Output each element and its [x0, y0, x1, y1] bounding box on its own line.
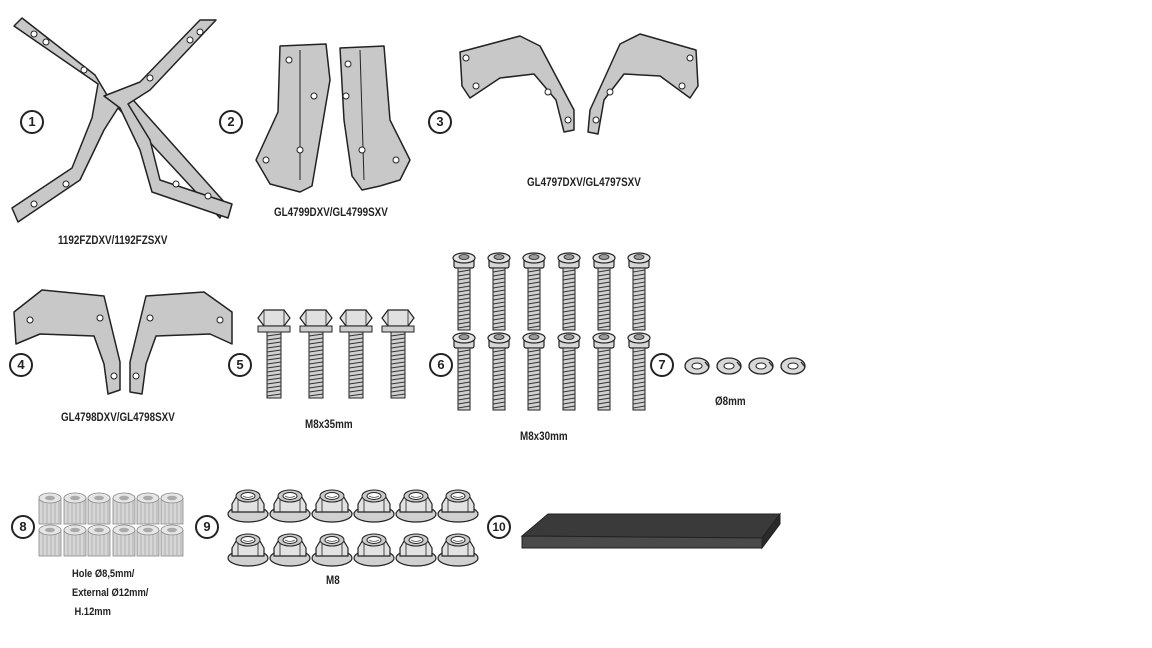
part-label-7: Ø8mm	[715, 394, 746, 408]
part-number-10: 10	[487, 515, 511, 539]
part-number-8: 8	[11, 515, 35, 539]
part-number-7: 7	[650, 353, 674, 377]
part-label-8-line-1: Hole Ø8,5mm/	[72, 568, 135, 580]
part-label-8-line-3: H.12mm	[74, 606, 111, 618]
part-number-5: 5	[228, 353, 252, 377]
part-5-bolts	[257, 309, 415, 399]
part-6-bolts	[452, 252, 651, 411]
part-label-9: M8	[326, 573, 340, 587]
part-label-5: M8x35mm	[305, 417, 353, 431]
part-9-nuts	[227, 489, 479, 567]
part-label-6: M8x30mm	[520, 429, 568, 443]
part-number-6: 6	[429, 353, 453, 377]
part-label-3: GL4797DXV/GL4797SXV	[527, 175, 641, 189]
part-number-4: 4	[9, 353, 33, 377]
part-3-wing-brackets	[459, 33, 699, 135]
part-label-8: Hole Ø8,5mm/ External Ø12mm/ H.12mm	[72, 565, 148, 622]
part-4-angled-brackets	[13, 289, 233, 395]
part-number-9: 9	[195, 515, 219, 539]
part-number-3: 3	[428, 110, 452, 134]
part-label-2: GL4799DXV/GL4799SXV	[274, 205, 388, 219]
part-2-brackets	[255, 43, 411, 193]
part-7-washers	[684, 357, 806, 375]
part-label-8-line-2: External Ø12mm/	[72, 587, 149, 599]
part-8-spacers	[38, 492, 184, 557]
part-1-x-bars	[11, 17, 233, 223]
part-label-4: GL4798DXV/GL4798SXV	[61, 410, 175, 424]
part-number-2: 2	[219, 110, 243, 134]
part-label-1: 1192FZDXV/1192FZSXV	[58, 233, 168, 247]
part-number-1: 1	[20, 110, 44, 134]
part-10-pad	[520, 512, 781, 550]
